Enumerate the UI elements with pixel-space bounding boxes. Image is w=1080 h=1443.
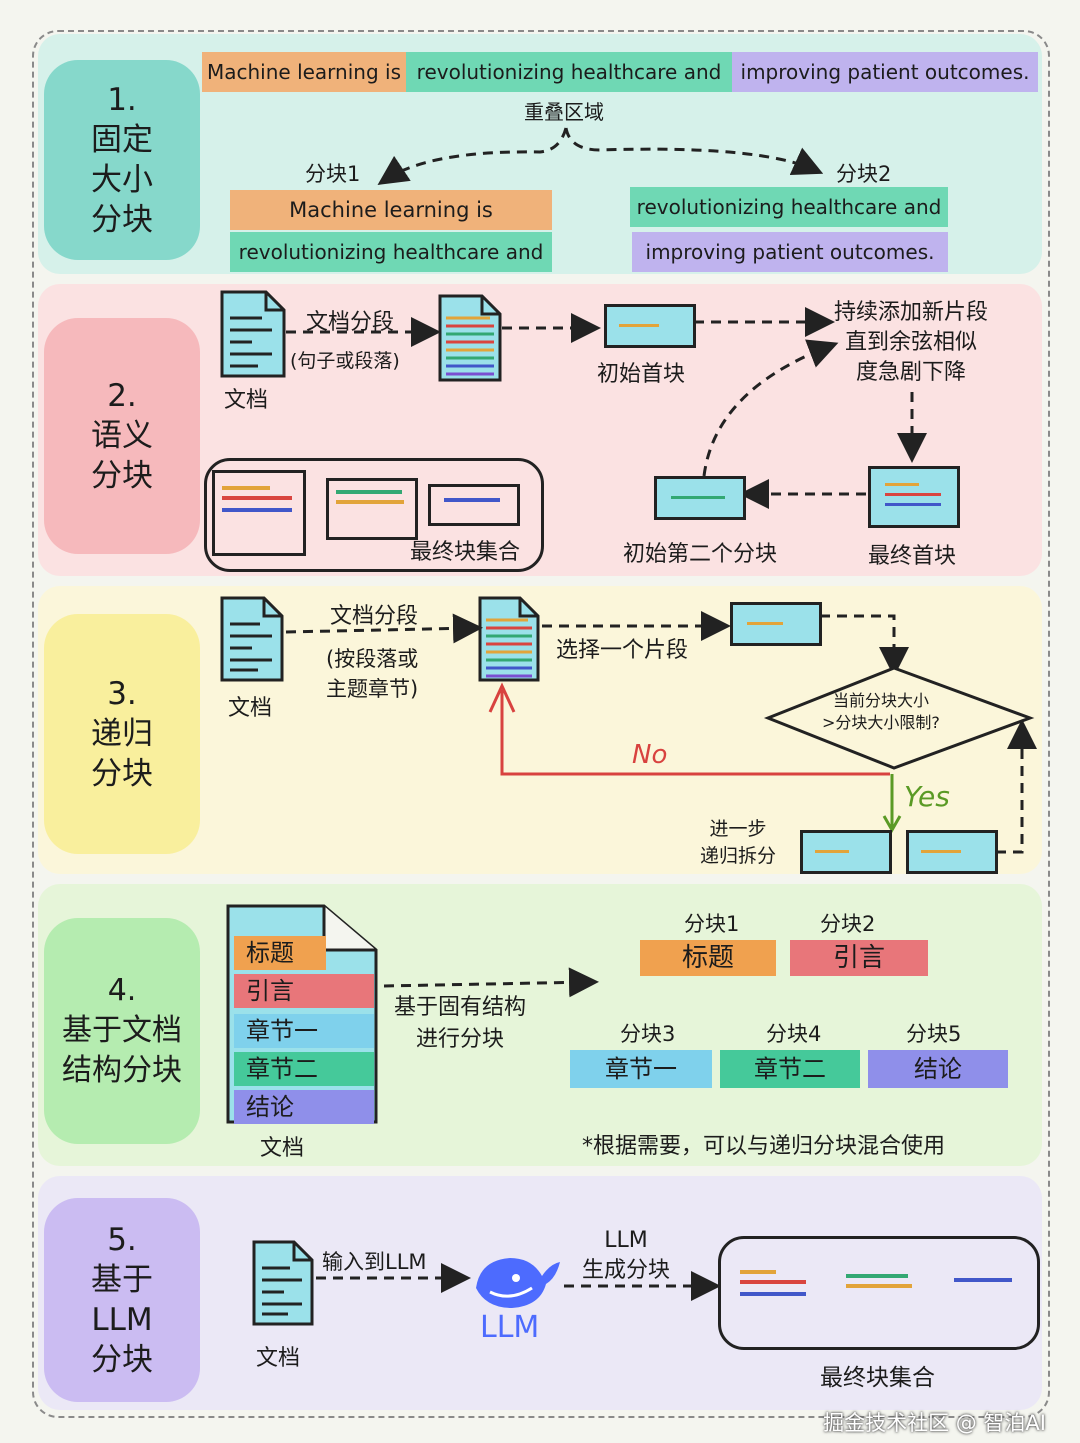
chunk1-line-2: revolutionizing healthcare and [230,232,552,272]
struct-chunk1-title: 分块1 [684,912,740,936]
mix-note: *根据需要，可以与递归分块混合使用 [582,1134,946,1159]
initial-second-label: 初始第二个分块 [623,542,778,567]
struct-chunk2-title: 分块2 [820,912,876,936]
overlap-arrows [377,127,824,185]
selected-segment-tile [730,602,822,646]
initial-second-chunk-tile [654,476,746,520]
sec5-input-label: 输入到LLM [322,1250,427,1274]
final-set-tile-2 [326,478,418,540]
sentence-part-3: improving patient outcomes. [732,52,1038,92]
document-icon [220,290,286,378]
sec2-split-label: 文档分段 [306,310,395,335]
sentence-part-1: Machine learning is [202,52,406,92]
struct-chunk2: 引言 [790,940,928,976]
struct-chunk1: 标题 [640,940,776,976]
structure-split-label: 基于固有结构 进行分块 [394,995,527,1052]
section-3-graphics [220,596,1037,854]
section-5-label: 5. 基于 LLM 分块 [44,1198,200,1402]
further-split-label: 进一步 递归拆分 [700,818,777,867]
doc-section-intro: 引言 [234,974,374,1008]
split-tile-2 [906,830,998,874]
decision-text: 当前分块大小 >分块大小限制? [822,691,940,732]
initial-first-label: 初始首块 [597,362,686,387]
sec3-split-label: 文档分段 [330,604,419,629]
split-tile-1 [800,830,892,874]
final-chunk-set-box [204,458,544,572]
chunk2-line-2: improving patient outcomes. [632,232,948,272]
sec5-final-set-label: 最终块集合 [820,1365,935,1391]
final-first-label: 最终首块 [868,544,957,569]
struct-chunk4: 章节二 [720,1050,860,1088]
struct-chunk5-title: 分块5 [906,1022,962,1046]
overlap-label: 重叠区域 [524,100,604,124]
final-set-tile-1 [212,470,306,556]
yes-label: Yes [904,780,950,813]
sec2-split-sub: (句子或段落) [290,350,400,372]
sec2-doc-label: 文档 [224,388,269,413]
sec4-doc-label: 文档 [260,1136,305,1161]
section-5-graphics [252,1240,1012,1326]
section-4-label: 4. 基于文档 结构分块 [44,918,200,1144]
sec4-arrow [383,967,599,998]
sec5-gen-label: LLM 生成分块 [582,1228,671,1283]
doc-section-title: 标题 [234,936,326,970]
section-2-label: 2. 语义 分块 [44,318,200,554]
doc-section-chapter2: 章节二 [234,1052,374,1086]
struct-chunk4-title: 分块4 [766,1022,822,1046]
segmented-document-icon [438,294,502,382]
sec3-split-sub: (按段落或 主题章节) [326,647,419,701]
doc-section-conclusion: 结论 [234,1090,374,1124]
chunk2-line-1: revolutionizing healthcare and [630,187,948,227]
final-set-label: 最终块集合 [410,540,521,565]
sec5-doc-label: 文档 [256,1346,301,1371]
sentence-part-2: revolutionizing healthcare and [406,52,732,92]
llm-final-set-box [718,1236,1040,1350]
section-3-label: 3. 递归 分块 [44,614,200,854]
final-first-chunk-tile [868,466,960,528]
section-1-label: 1. 固定 大小 分块 [44,60,200,260]
keep-adding-label: 持续添加新片段 直到余弦相似 度急剧下降 [834,300,989,385]
initial-first-chunk-tile [604,304,696,348]
pick-segment-label: 选择一个片段 [556,638,689,663]
document-icon [252,1240,314,1326]
chunk2-title: 分块2 [836,162,892,186]
doc-section-chapter1: 章节一 [234,1014,374,1048]
final-set-tile-3 [428,484,520,526]
watermark: 掘金技术社区 @ 智泊AI [823,1411,1046,1435]
sec5-llm-label: LLM [480,1310,540,1345]
struct-chunk3: 章节一 [570,1050,712,1088]
section-4-band [38,884,1042,1166]
outer-frame [32,30,1050,1418]
struct-chunk5: 结论 [868,1050,1008,1088]
chunk1-line-1: Machine learning is [230,190,552,230]
sec3-doc-label: 文档 [228,696,273,721]
section-2-graphics [220,290,927,512]
no-label: No [632,740,668,770]
document-icon [220,596,284,682]
chunk1-title: 分块1 [305,162,361,186]
struct-chunk3-title: 分块3 [620,1022,676,1046]
whale-logo-icon [476,1258,560,1308]
segmented-document-icon [478,596,540,682]
